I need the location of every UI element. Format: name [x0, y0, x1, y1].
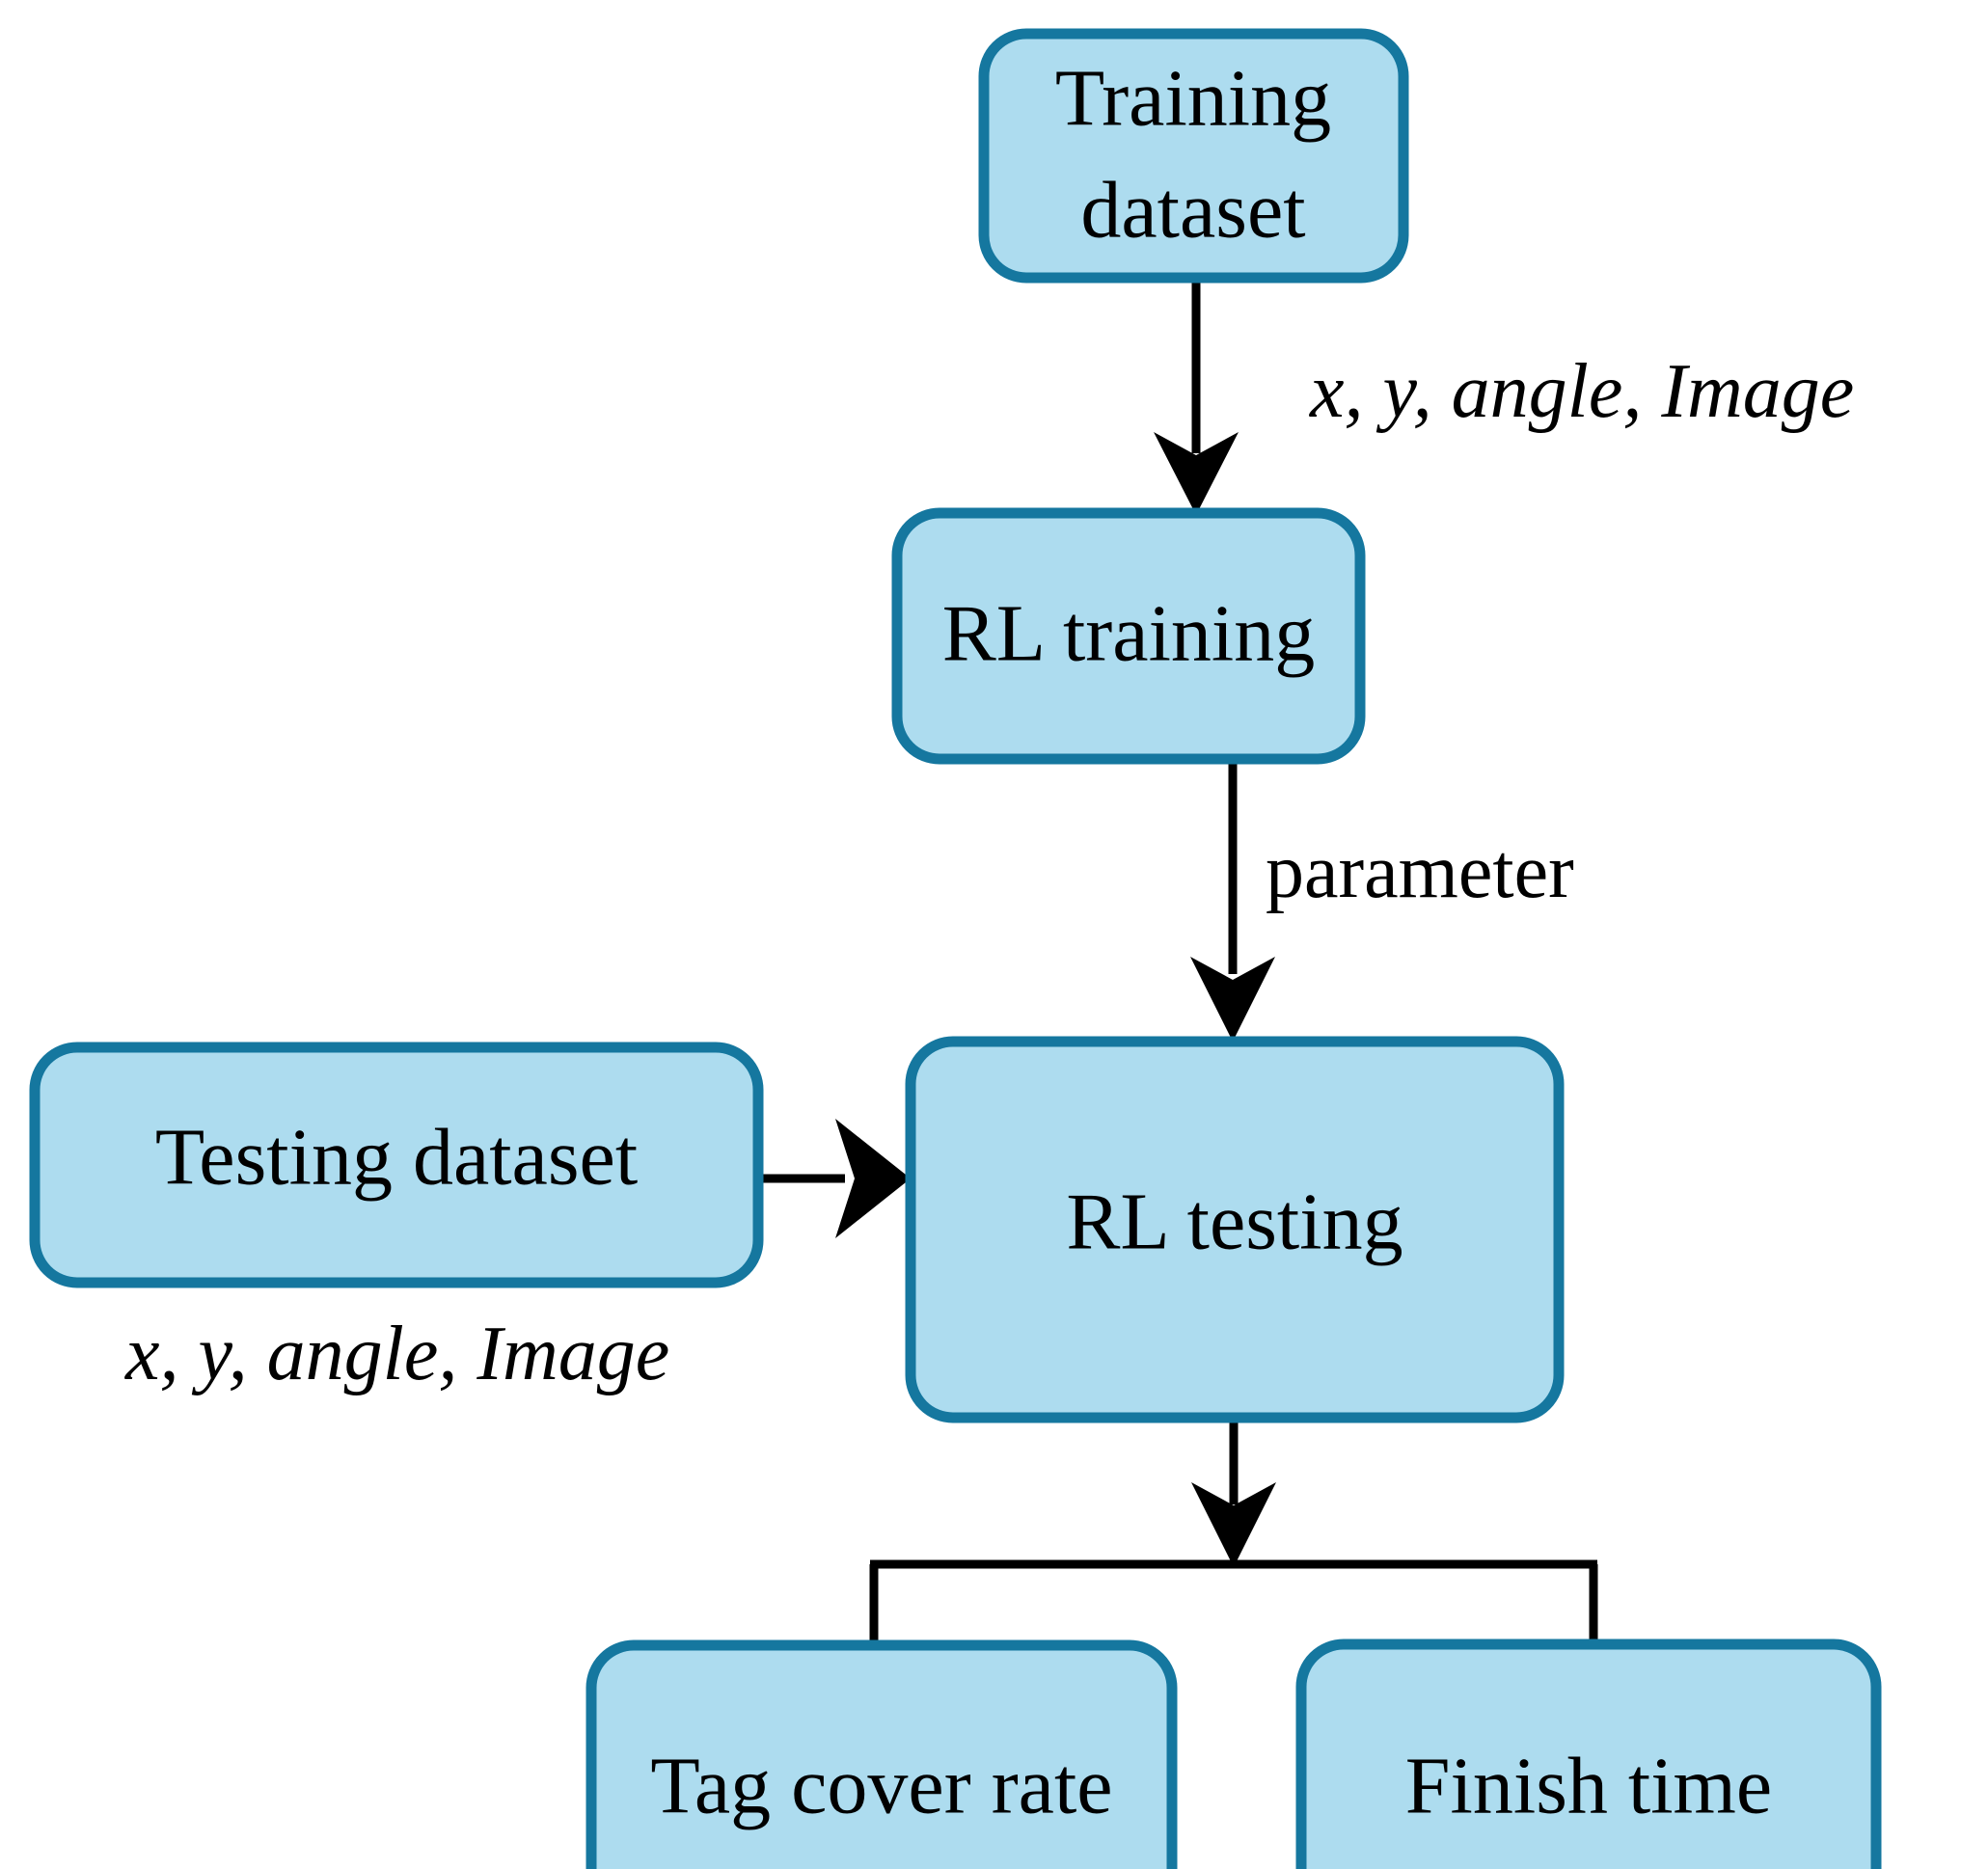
node-finish-time-label: Finish time	[1405, 1741, 1772, 1830]
node-training-dataset-label-line1: Training	[1055, 53, 1331, 143]
node-training-dataset[interactable]: Training dataset	[978, 28, 1409, 284]
node-rl-training-label: RL training	[942, 588, 1316, 678]
node-testing-dataset[interactable]: Testing dataset	[29, 1042, 764, 1288]
arrowhead-rltesting-to-outputs	[1191, 1482, 1276, 1567]
edge-label-testing-to-rltesting: x, y, angle, Image	[124, 1312, 669, 1396]
edge-rltesting-to-outputs	[869, 1418, 1598, 1651]
node-training-dataset-box[interactable]	[978, 28, 1409, 284]
edge-training-to-rltraining: x, y, angle, Image	[1154, 278, 1854, 515]
arrowhead-testing-to-rltesting	[835, 1119, 911, 1238]
node-tag-cover-rate[interactable]: Tag cover rate	[586, 1639, 1178, 1869]
node-finish-time-box[interactable]	[1295, 1639, 1882, 1869]
node-tag-cover-rate-box[interactable]	[586, 1639, 1178, 1869]
arrowhead-rltraining-to-rltesting	[1190, 957, 1275, 1042]
node-testing-dataset-label: Testing dataset	[155, 1112, 638, 1202]
node-training-dataset-label-line2: dataset	[1080, 165, 1305, 255]
node-tag-cover-rate-label: Tag cover rate	[650, 1741, 1112, 1830]
node-rl-testing-label: RL testing	[1066, 1177, 1402, 1266]
node-rl-training-box[interactable]	[891, 507, 1366, 765]
node-testing-dataset-box[interactable]	[29, 1042, 764, 1288]
node-rl-testing-box[interactable]	[905, 1036, 1565, 1423]
node-finish-time[interactable]: Finish time	[1295, 1639, 1882, 1869]
edge-testing-to-rltesting: x, y, angle, Image	[124, 1119, 911, 1396]
arrowhead-training-to-rltraining	[1154, 432, 1239, 515]
node-rl-testing[interactable]: RL testing	[905, 1036, 1565, 1423]
edge-rltraining-to-rltesting: parameter	[1190, 759, 1574, 1042]
edge-label-rltraining-to-rltesting: parameter	[1266, 829, 1574, 914]
node-rl-training[interactable]: RL training	[891, 507, 1366, 765]
edge-label-training-to-rltraining: x, y, angle, Image	[1309, 349, 1854, 434]
